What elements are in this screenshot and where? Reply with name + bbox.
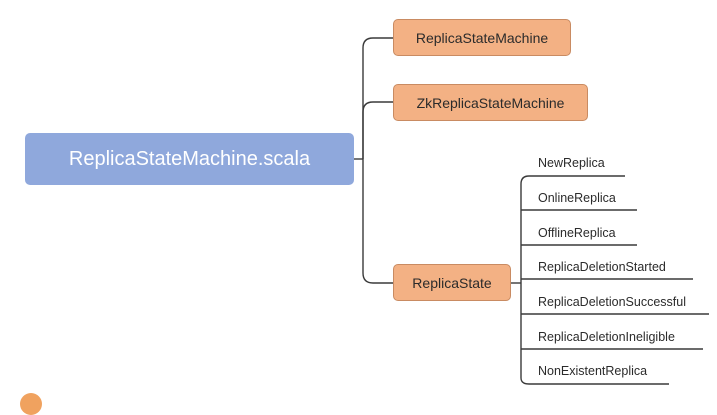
root-node[interactable]: ReplicaStateMachine.scala: [25, 133, 354, 185]
accent-dot: [20, 393, 42, 415]
leaf-underline-new-replica: [520, 175, 625, 185]
connector-to-replica-state: [362, 159, 393, 284]
node-zk-replica-state-machine-label: ZkReplicaStateMachine: [416, 94, 565, 111]
leaf-new-replica[interactable]: NewReplica: [538, 156, 605, 170]
root-node-label: ReplicaStateMachine.scala: [68, 147, 311, 170]
leaf-online-replica[interactable]: OnlineReplica: [538, 191, 616, 205]
leaf-replica-deletion-ineligible[interactable]: ReplicaDeletionIneligible: [538, 330, 675, 344]
connector-to-zk-replica-state-machine: [362, 101, 393, 159]
leaf-replica-deletion-started[interactable]: ReplicaDeletionStarted: [538, 260, 666, 274]
node-replica-state-machine-label: ReplicaStateMachine: [415, 29, 549, 46]
connector-to-replica-state-machine: [362, 37, 393, 159]
leaf-replica-deletion-successful[interactable]: ReplicaDeletionSuccessful: [538, 295, 686, 309]
node-zk-replica-state-machine[interactable]: ZkReplicaStateMachine: [393, 84, 588, 121]
node-replica-state-machine[interactable]: ReplicaStateMachine: [393, 19, 571, 56]
node-replica-state[interactable]: ReplicaState: [393, 264, 511, 301]
leaf-offline-replica[interactable]: OfflineReplica: [538, 226, 616, 240]
node-replica-state-label: ReplicaState: [412, 274, 492, 291]
leaf-non-existent-replica[interactable]: NonExistentReplica: [538, 364, 648, 378]
